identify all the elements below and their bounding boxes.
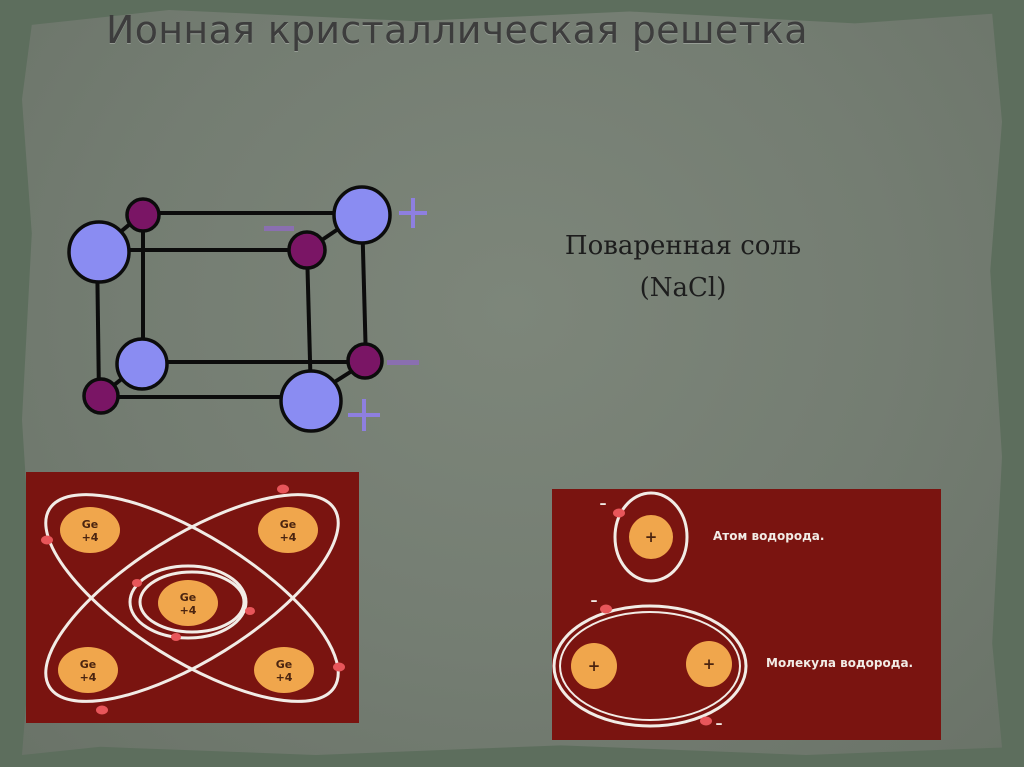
charge-signs: [264, 198, 427, 431]
nacl-lattice-diagram: [67, 185, 427, 433]
electron-dot: [132, 579, 142, 587]
plus-sign-icon: [411, 198, 415, 228]
ge-orbit: [128, 564, 248, 640]
electron-dot: [333, 662, 345, 672]
hydrogen-atom-label: Атом водорода.: [713, 529, 824, 543]
cation-sphere: [115, 337, 169, 391]
ge-symbol: Ge: [280, 518, 297, 531]
ge-nucleus: [158, 580, 218, 626]
hydrogen-labels: Атом водорода. Молекула водорода.: [713, 529, 913, 670]
lattice-ions: [67, 185, 392, 433]
electron-minus-label: –: [591, 593, 598, 609]
hydrogen-molecule-label: Молекула водорода.: [766, 656, 913, 670]
ge-nucleus: [60, 507, 120, 553]
cation-sphere: [67, 220, 131, 284]
ge-symbol: Ge: [82, 518, 99, 531]
caption-line-formula: (NaCl): [639, 273, 727, 303]
electron-minus-label: –: [600, 496, 607, 512]
hydrogen-molecule-orbit: [552, 604, 748, 728]
hydrogen-molecule-nucleus: [571, 643, 617, 689]
germanium-lattice-panel: Ge +4 Ge +4 Ge +4 Ge +4 Ge +4: [26, 472, 359, 723]
ge-labels: Ge +4 Ge +4 Ge +4 Ge +4 Ge +4: [80, 518, 297, 684]
plus-sign-icon: [362, 399, 366, 431]
ge-nucleus: [254, 647, 314, 693]
electron-dot: [245, 607, 255, 615]
ge-charge: +4: [180, 604, 197, 617]
ge-electrons: [41, 484, 345, 715]
minus-sign-icon: [387, 360, 419, 365]
electron-dot: [613, 508, 625, 518]
anion-sphere: [125, 197, 161, 233]
ge-symbol: Ge: [276, 658, 293, 671]
electron-minus-label: –: [716, 716, 723, 732]
electron-dot: [41, 535, 53, 545]
hydrogen-molecule-nucleus: [686, 641, 732, 687]
ge-orbits: [44, 493, 340, 703]
ge-orbit: [138, 570, 246, 634]
hydrogen-panel-background: [552, 489, 941, 740]
ge-symbol: Ge: [80, 658, 97, 671]
anion-sphere: [82, 377, 120, 415]
ge-symbol: Ge: [180, 591, 197, 604]
electron-dot: [700, 716, 712, 726]
electron-dot: [277, 484, 289, 494]
ge-orbit: [44, 493, 340, 703]
cation-sphere: [332, 185, 392, 245]
compound-caption: Поваренная соль (NaCl): [500, 225, 866, 309]
ge-nucleus: [58, 647, 118, 693]
electron-dot: [96, 705, 108, 715]
nucleus-plus-label: +: [588, 657, 601, 675]
ge-charge: +4: [280, 531, 297, 544]
ge-nucleus: [258, 507, 318, 553]
ge-orbit: [44, 493, 340, 703]
ge-charge: +4: [82, 531, 99, 544]
ge-nuclei: [58, 507, 318, 693]
caption-line-name: Поваренная соль: [564, 231, 802, 261]
hydrogen-molecule-orbit: [559, 611, 741, 721]
minus-sign-icon: [264, 226, 294, 231]
hydrogen-atom-nucleus: [629, 515, 673, 559]
slide-title: Ионная кристаллическая решетка: [106, 8, 808, 52]
nucleus-signs: + + +: [588, 528, 716, 675]
anion-sphere: [346, 342, 384, 380]
electron-dot: [171, 633, 181, 641]
cation-sphere: [279, 369, 343, 433]
hydrogen-panel: + + + – – – Атом водорода. Молекула водо…: [552, 489, 941, 740]
electron-dot: [600, 604, 612, 614]
ge-charge: +4: [80, 671, 97, 684]
hydrogen-atom-orbit: [613, 491, 689, 583]
ge-charge: +4: [276, 671, 293, 684]
anion-sphere: [287, 230, 327, 270]
electron-signs: – – –: [591, 496, 723, 732]
nucleus-plus-label: +: [703, 655, 716, 673]
nucleus-plus-label: +: [645, 528, 658, 546]
